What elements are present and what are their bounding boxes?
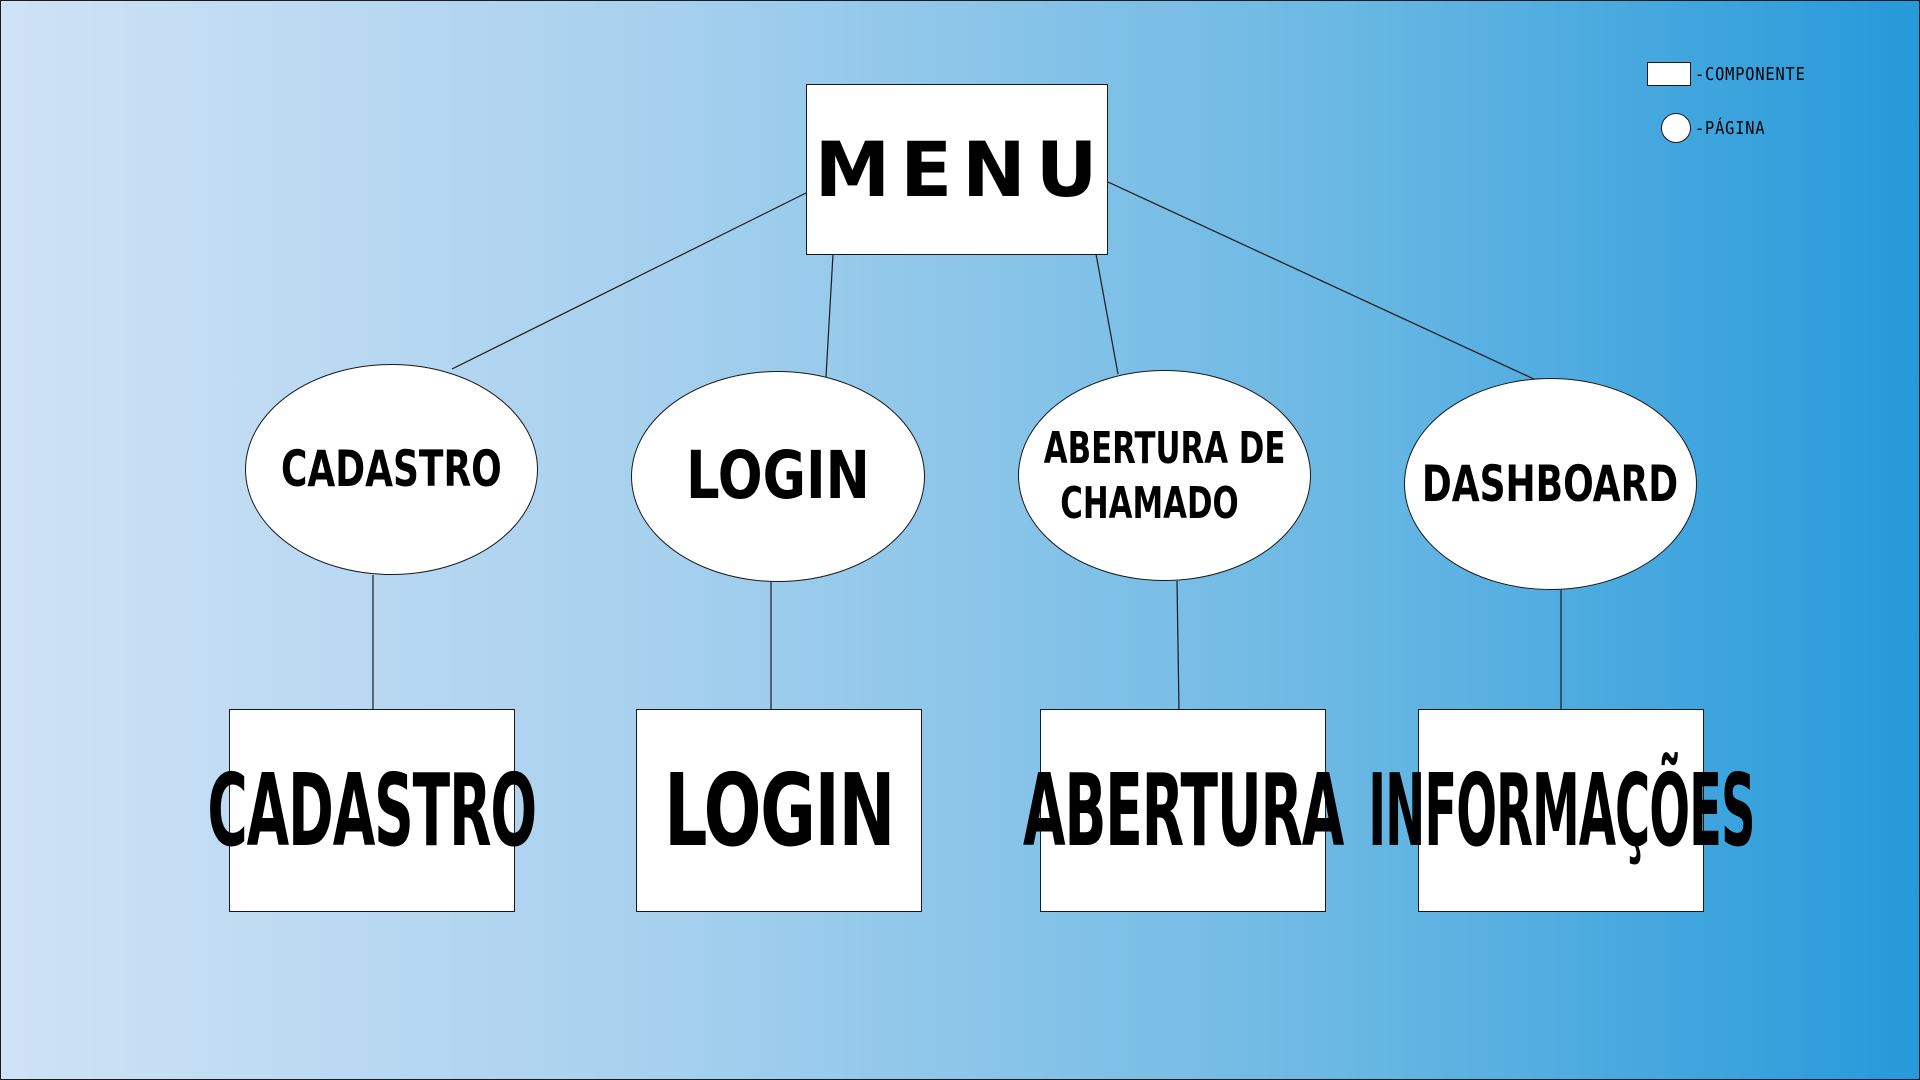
page-login[interactable]: LOGIN <box>631 371 925 582</box>
page-dashboard[interactable]: DASHBOARD <box>1404 378 1697 590</box>
connector-menu-login <box>825 253 834 378</box>
connector-menu-cadastro <box>451 192 807 370</box>
component-cadastro[interactable]: CADASTRO <box>208 709 537 912</box>
connector-abertura-component <box>1176 580 1180 711</box>
page-abertura-label-line1: ABERTURA DE <box>1043 422 1286 474</box>
page-cadastro-label: CADASTRO <box>281 440 502 499</box>
legend-component-swatch <box>1647 62 1691 86</box>
menu-label: MENU <box>814 125 1108 214</box>
page-cadastro[interactable]: CADASTRO <box>245 364 538 575</box>
component-login[interactable]: LOGIN <box>636 709 922 912</box>
component-informacoes[interactable]: INFORMAÇÕES <box>1368 709 1755 912</box>
connector-menu-abertura <box>1095 253 1119 375</box>
menu-box[interactable]: MENU <box>806 84 1108 255</box>
legend-page: -PÁGINA <box>1661 113 1778 143</box>
component-login-label: LOGIN <box>664 752 895 869</box>
legend-component: -COMPONENTE <box>1647 62 1825 86</box>
page-abertura-de-chamado[interactable]: ABERTURA DE CHAMADO <box>1018 370 1311 581</box>
legend-component-label: -COMPONENTE <box>1695 63 1806 85</box>
legend-page-swatch <box>1661 113 1691 143</box>
legend-page-label: -PÁGINA <box>1695 117 1766 139</box>
page-dashboard-label: DASHBOARD <box>1422 454 1679 513</box>
connector-menu-dashboard <box>1107 181 1537 381</box>
page-login-label: LOGIN <box>686 437 870 515</box>
component-abertura-label: ABERTURA <box>1022 752 1344 869</box>
page-abertura-label-line2: CHAMADO <box>1060 477 1239 529</box>
component-informacoes-label: INFORMAÇÕES <box>1367 752 1755 869</box>
component-abertura[interactable]: ABERTURA <box>1023 709 1344 912</box>
component-cadastro-label: CADASTRO <box>207 752 538 869</box>
